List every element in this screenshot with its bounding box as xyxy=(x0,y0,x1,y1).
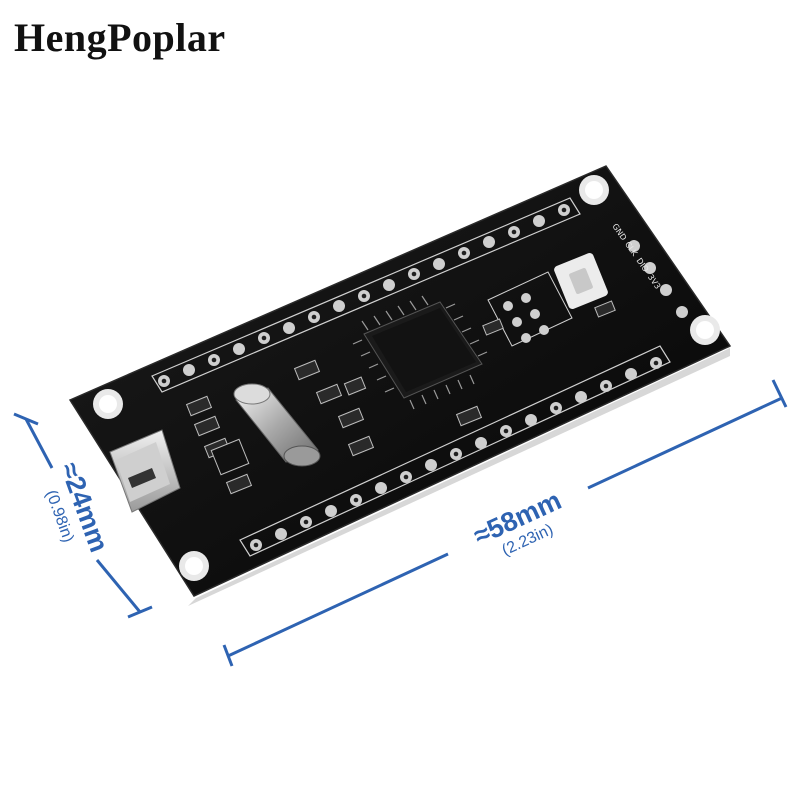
width-dimension-line xyxy=(13,412,153,619)
mounting-holes xyxy=(93,175,720,581)
length-dimension-label: ≈58mm (2.23in) xyxy=(469,485,566,559)
brand-logo-text: HengPoplar xyxy=(14,15,226,60)
smd-components xyxy=(185,300,616,495)
top-header-outline xyxy=(151,197,581,393)
length-dimension-line xyxy=(222,379,788,667)
reset-button xyxy=(554,253,608,309)
usb-connector xyxy=(109,429,181,513)
mcu-chip xyxy=(352,295,488,410)
bottom-header-outline xyxy=(239,345,671,557)
width-dimension-label: ≈24mm (0.98in) xyxy=(42,458,114,556)
swd-header xyxy=(628,240,688,318)
pin-hole-centers xyxy=(161,207,659,548)
crystal-oscillator xyxy=(233,383,321,467)
boot-jumper-block xyxy=(487,271,573,347)
